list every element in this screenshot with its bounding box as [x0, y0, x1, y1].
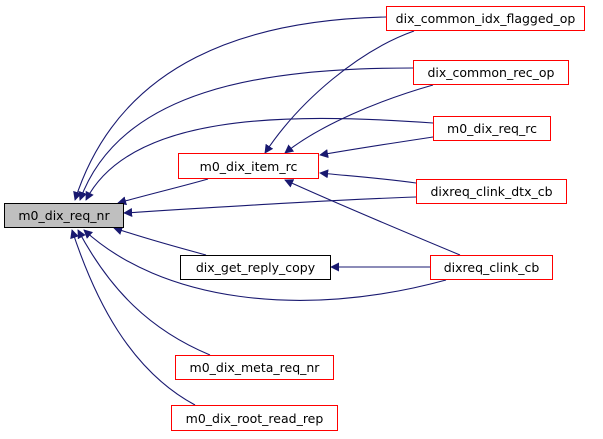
- node-m0-dix-req-nr: m0_dix_req_nr: [4, 203, 124, 228]
- node-dixreq-clink-dtx-cb[interactable]: dixreq_clink_dtx_cb: [416, 179, 567, 204]
- node-m0-dix-meta-req-nr[interactable]: m0_dix_meta_req_nr: [175, 355, 334, 380]
- edge-m0_dix_item_rc-to-m0_dix_req_nr: [117, 178, 209, 206]
- edge-dixreq_clink_cb-to-m0_dix_req_nr: [83, 229, 447, 301]
- node-dixreq-clink-cb[interactable]: dixreq_clink_cb: [430, 255, 553, 280]
- edge-dix_common_idx_flagged_op-to-m0_dix_req_nr: [73, 16, 387, 201]
- edge-dixreq_clink_dtx_cb-to-m0_dix_req_nr: [123, 196, 417, 217]
- node-m0-dix-item-rc[interactable]: m0_dix_item_rc: [178, 153, 319, 179]
- edge-m0_dix_root_read_rep-to-m0_dix_req_nr: [70, 229, 196, 406]
- edge-m0_dix_req_rc-to-m0_dix_item_rc: [319, 136, 434, 159]
- edge-dix_get_reply_copy-to-m0_dix_req_nr: [113, 226, 207, 256]
- node-label: m0_dix_req_rc: [447, 121, 537, 136]
- edge-dix_common_rec_op-to-m0_dix_item_rc: [284, 84, 434, 154]
- edge-dix_common_idx_flagged_op-to-m0_dix_item_rc: [264, 30, 415, 154]
- node-label: dix_common_rec_op: [427, 65, 555, 80]
- edge-m0_dix_meta_req_nr-to-m0_dix_req_nr: [77, 229, 211, 356]
- node-label: dixreq_clink_dtx_cb: [430, 184, 553, 199]
- node-label: m0_dix_item_rc: [199, 158, 298, 174]
- node-label: m0_dix_req_nr: [18, 208, 110, 223]
- node-m0-dix-root-read-rep[interactable]: m0_dix_root_read_rep: [171, 405, 338, 431]
- node-label: dixreq_clink_cb: [443, 260, 540, 275]
- node-label: m0_dix_root_read_rep: [185, 410, 324, 426]
- node-dix-common-rec-op[interactable]: dix_common_rec_op: [413, 60, 569, 85]
- edge-m0_dix_req_rc-to-m0_dix_req_nr: [85, 117, 434, 201]
- node-dix-get-reply-copy: dix_get_reply_copy: [180, 255, 331, 280]
- edge-dixreq_clink_dtx_cb-to-m0_dix_item_rc: [319, 169, 417, 184]
- node-m0-dix-req-rc[interactable]: m0_dix_req_rc: [433, 116, 551, 141]
- edge-dix_common_rec_op-to-m0_dix_req_nr: [78, 67, 414, 201]
- node-dix-common-idx-flagged-op[interactable]: dix_common_idx_flagged_op: [386, 6, 585, 31]
- node-label: dix_get_reply_copy: [195, 260, 316, 275]
- edge-dixreq_clink_cb-to-m0_dix_item_rc: [284, 179, 461, 256]
- node-label: dix_common_idx_flagged_op: [395, 11, 576, 26]
- node-label: m0_dix_meta_req_nr: [189, 360, 320, 375]
